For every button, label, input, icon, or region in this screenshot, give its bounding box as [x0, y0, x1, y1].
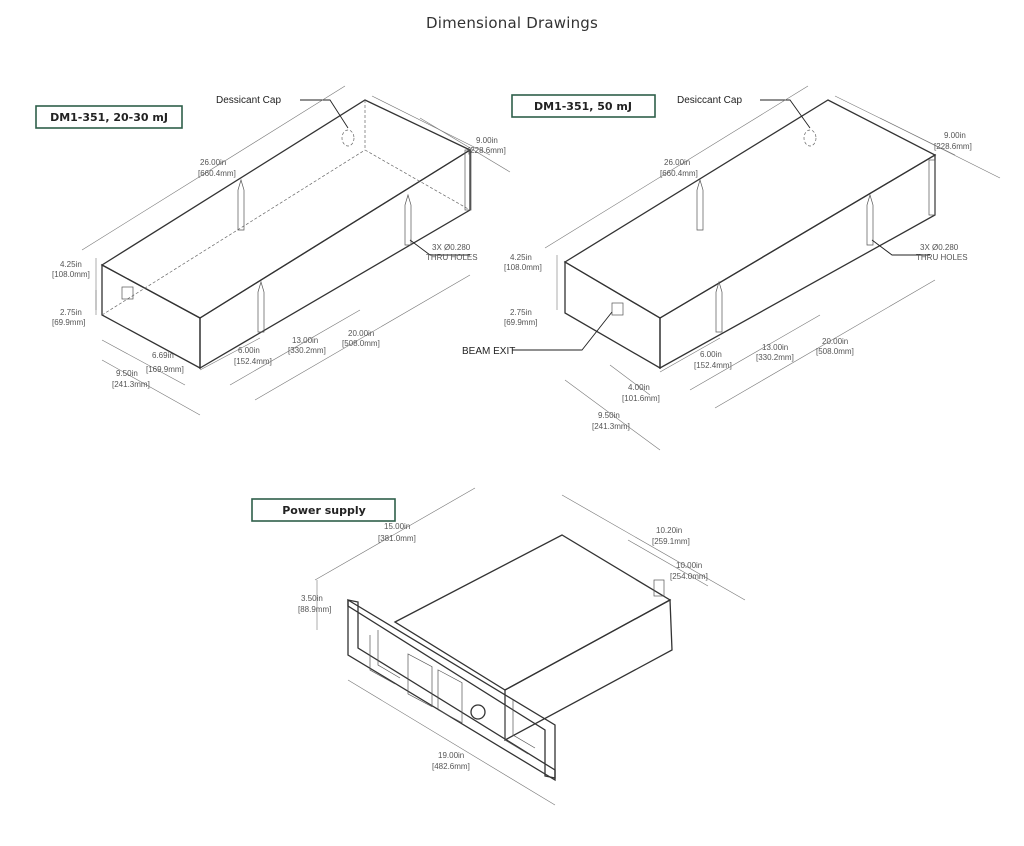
- dim-c-h-mm: [88.9mm]: [298, 605, 331, 614]
- dim-b-w2-mm: [241.3mm]: [592, 422, 630, 431]
- drawing-c-chassis: [347, 534, 673, 782]
- mount-b-2: [866, 193, 874, 246]
- mount-a-3: [257, 280, 265, 333]
- page-title: Dimensional Drawings: [425, 14, 599, 32]
- dessicant-cap-label-a: Dessicant Cap: [216, 95, 281, 106]
- handle-right: [504, 705, 529, 755]
- dim-a-w5-mm: [508.0mm]: [342, 339, 380, 348]
- dim-c-d1-in: 10.20in: [656, 526, 682, 535]
- drawing-c: Power supply 15.00in [381.0mm] 1: [251, 487, 746, 806]
- dim-a-length-mm: [660.4mm]: [198, 169, 236, 178]
- dim-b-depth-in: 9.00in: [944, 131, 966, 140]
- dim-b-h2-in: 2.75in: [510, 308, 532, 317]
- dim-b-w3-mm: [152.4mm]: [694, 361, 732, 370]
- mount-b-3: [715, 280, 723, 333]
- dim-b-h2-mm: [69.9mm]: [504, 318, 537, 327]
- dim-b-w1-mm: [101.6mm]: [622, 394, 660, 403]
- mount-a-2: [404, 193, 412, 246]
- dim-a-w4-in: 13.00in: [292, 336, 318, 345]
- dim-c-d2-mm: [254.0mm]: [670, 572, 708, 581]
- dim-b-height-mm: [108.0mm]: [504, 263, 542, 272]
- mount-a-1: [237, 178, 245, 231]
- dim-a-depth-mm: [228.6mm]: [468, 146, 506, 155]
- dim-a-height-mm: [108.0mm]: [52, 270, 90, 279]
- dim-b-w2-in: 9.50in: [598, 411, 620, 420]
- handle-left: [369, 635, 396, 685]
- drawing-b-enclosure: [563, 99, 937, 370]
- dim-c-len-in: 15.00in: [384, 522, 410, 531]
- dim-b-length-in: 26.00in: [664, 158, 690, 167]
- beam-exit-b: [611, 302, 624, 316]
- holes-b-line1: 3X Ø0.280: [920, 243, 959, 252]
- mount-b-1: [696, 178, 704, 231]
- drawing-a-title: DM1-351, 20-30 mJ: [50, 111, 168, 124]
- dim-c-len-mm: [381.0mm]: [378, 534, 416, 543]
- dim-b-w4-mm: [330.2mm]: [756, 353, 794, 362]
- dim-a-w3-mm: [152.4mm]: [234, 357, 272, 366]
- drawing-c-title: Power supply: [282, 504, 366, 517]
- beam-exit-a: [121, 286, 134, 300]
- holes-b-line2: THRU HOLES: [916, 253, 968, 262]
- rear-connector: [653, 579, 665, 597]
- fan-right: [437, 669, 463, 724]
- dim-b-height-in: 4.25in: [510, 253, 532, 262]
- desiccant-cap-b: [803, 129, 817, 147]
- dim-b-w5-mm: [508.0mm]: [816, 347, 854, 356]
- dim-b-w5-in: 20.00in: [822, 337, 848, 346]
- desiccant-cap-label-b: Desiccant Cap: [677, 95, 742, 106]
- drawing-b: DM1-351, 50 mJ Desiccant Cap BEAM EXIT 2…: [462, 85, 1001, 451]
- dim-a-h2-mm: [69.9mm]: [52, 318, 85, 327]
- drawing-b-title: DM1-351, 50 mJ: [534, 100, 632, 113]
- dim-b-depth-mm: [228.6mm]: [934, 142, 972, 151]
- dim-a-height-in: 4.25in: [60, 260, 82, 269]
- dim-a-h2-in: 2.75in: [60, 308, 82, 317]
- dim-b-length-mm: [660.4mm]: [660, 169, 698, 178]
- holes-a-line1: 3X Ø0.280: [432, 243, 471, 252]
- drawing-b-title-box: [511, 94, 656, 118]
- dim-a-w1-mm: [169.9mm]: [146, 365, 184, 374]
- dim-c-w-mm: [482.6mm]: [432, 762, 470, 771]
- dim-a-w2-mm: [241.3mm]: [112, 380, 150, 389]
- dim-a-w5-in: 20.00in: [348, 329, 374, 338]
- drawing-a-title-box: [35, 105, 183, 129]
- dim-b-w4-in: 13.00in: [762, 343, 788, 352]
- dim-a-w3-in: 6.00in: [238, 346, 260, 355]
- dim-b-w3-in: 6.00in: [700, 350, 722, 359]
- dim-a-length-in: 26.00in: [200, 158, 226, 167]
- dessicant-cap-a: [341, 129, 355, 147]
- dim-c-h-in: 3.50in: [301, 594, 323, 603]
- holes-a-line2: THRU HOLES: [426, 253, 478, 262]
- dim-b-w1-in: 4.00in: [628, 383, 650, 392]
- knob: [470, 704, 486, 720]
- drawing-c-title-box: [251, 498, 396, 522]
- dim-c-w-in: 19.00in: [438, 751, 464, 760]
- dim-a-w2-in: 9.50in: [116, 369, 138, 378]
- dim-a-w4-mm: [330.2mm]: [288, 346, 326, 355]
- drawing-a: DM1-351, 20-30 mJ Dessicant Cap 26.00in: [35, 85, 511, 416]
- dim-a-depth-in: 9.00in: [476, 136, 498, 145]
- dim-c-d2-in: 10.00in: [676, 561, 702, 570]
- fan-left: [407, 653, 433, 708]
- dim-c-d1-mm: [259.1mm]: [652, 537, 690, 546]
- dim-a-w1-in: 6.69in: [152, 351, 174, 360]
- drawing-a-enclosure: [100, 99, 472, 370]
- beam-exit-label-b: BEAM EXIT: [462, 346, 515, 357]
